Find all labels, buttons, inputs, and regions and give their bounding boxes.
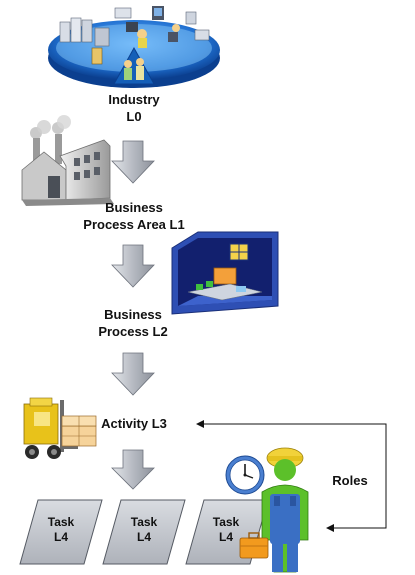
task-label-2-line2: L4: [136, 530, 151, 544]
clock-icon: [225, 455, 265, 495]
task-label-1-line1: Task: [47, 515, 75, 529]
task-label-3: Task L4: [196, 515, 256, 545]
task-box-2: [102, 499, 186, 565]
business-process-label: Business Process L2: [88, 306, 178, 340]
task-label-1-line2: L4: [53, 530, 68, 544]
business-process-area-label: Business Process Area L1: [78, 199, 190, 233]
down-arrow-4: [111, 449, 155, 490]
activity-label: Activity L3: [94, 415, 174, 432]
down-arrow-1: [111, 140, 155, 184]
activity-label-line1: Activity L3: [101, 416, 167, 431]
roles-label-text: Roles: [332, 473, 368, 488]
business-process-area-label-line2: Process Area L1: [83, 217, 185, 232]
task-box-1: [19, 499, 103, 565]
industry-label: Industry L0: [100, 91, 168, 125]
business-process-area-label-line1: Business: [105, 200, 163, 215]
industry-globe-icon: [48, 6, 220, 88]
task-label-3-line1: Task: [212, 515, 240, 529]
roles-connector: [196, 420, 387, 532]
industry-label-line1: Industry: [108, 92, 160, 107]
task-label-2: Task L4: [114, 515, 174, 545]
down-arrow-3: [111, 352, 155, 396]
business-process-room-icon: [171, 231, 279, 315]
factory-icon: [21, 115, 114, 206]
industry-label-line2: L0: [126, 109, 142, 124]
task-label-3-line2: L4: [218, 530, 233, 544]
worker-role-icon: [239, 447, 309, 573]
down-arrow-2: [111, 244, 155, 288]
business-process-label-line1: Business: [104, 307, 162, 322]
task-label-1: Task L4: [31, 515, 91, 545]
business-process-label-line2: Process L2: [98, 324, 168, 339]
forklift-icon: [23, 397, 97, 459]
roles-label: Roles: [328, 472, 372, 489]
task-label-2-line1: Task: [130, 515, 158, 529]
